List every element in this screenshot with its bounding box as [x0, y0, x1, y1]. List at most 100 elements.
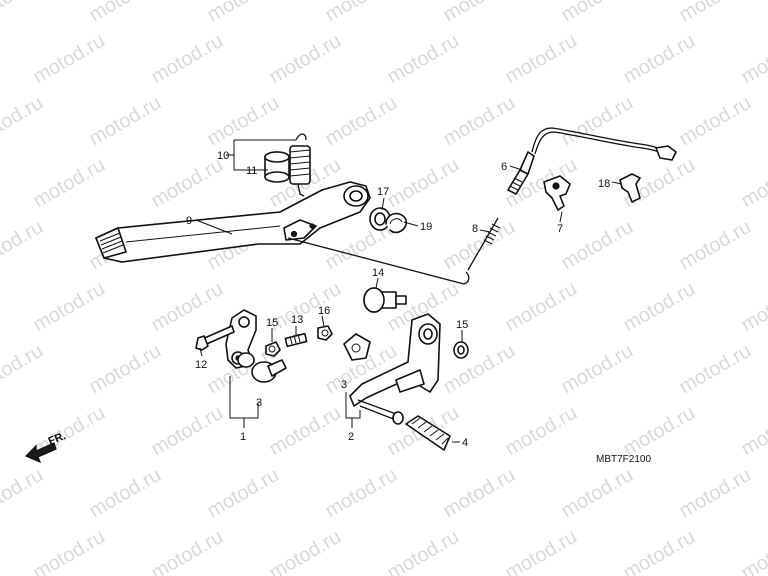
watermark-text: motod.ru: [384, 526, 463, 576]
part-11-bolt: [195, 325, 235, 351]
watermark-text: motod.ru: [384, 154, 463, 213]
drawing-code: MBT7F2100: [596, 454, 651, 465]
watermark-text: motod.ru: [204, 464, 283, 523]
watermark-text: motod.ru: [502, 526, 581, 576]
callout-8: 9: [186, 215, 192, 227]
watermark-text: motod.ru: [384, 30, 463, 89]
leader-lines: [195, 139, 623, 443]
watermark-text: motod.ru: [322, 464, 401, 523]
part-19-clip: [385, 212, 407, 234]
callout-16: 17: [377, 186, 389, 198]
watermark-text: motod.ru: [86, 0, 165, 26]
callout-6: 7: [557, 223, 563, 235]
watermark-text: motod.ru: [620, 526, 699, 576]
watermark-text: motod.ru: [204, 0, 283, 26]
watermark-text: motod.ru: [266, 30, 345, 89]
watermark-text: motod.ru: [440, 216, 519, 275]
watermark-text: motod.ru: [676, 464, 755, 523]
watermark-text: motod.ru: [30, 30, 109, 89]
watermark-text: motod.ru: [440, 464, 519, 523]
part-14-nut: [265, 341, 281, 357]
callout-13: 14: [372, 267, 384, 279]
callout-12: 13: [291, 314, 303, 326]
watermark-text: motod.ru: [30, 154, 109, 213]
callout-14: 15: [266, 317, 278, 329]
callout-18: 16: [318, 305, 330, 317]
watermark-text: motod.ru: [620, 402, 699, 461]
watermark-text: motod.ru: [204, 92, 283, 151]
watermark-text: motod.ru: [322, 0, 401, 26]
callout-3-lower: 3: [256, 397, 262, 409]
watermark-text: motod.ru: [676, 92, 755, 151]
part-13-pivot-bolt: [363, 287, 407, 313]
watermark-text: motod.ru: [440, 92, 519, 151]
part-4-pedal-rubber: [405, 415, 451, 451]
watermark-text: motod.ru: [0, 340, 47, 399]
watermark-text: motod.ru: [558, 0, 637, 26]
watermark-text: motod.ru: [738, 30, 768, 89]
watermark-text: motod.ru: [148, 526, 227, 576]
callout-10: 11: [246, 165, 257, 177]
callout-1: 1: [240, 431, 246, 443]
watermark-text: motod.ru: [738, 402, 768, 461]
watermark-text: motod.ru: [502, 30, 581, 89]
part-3-joint-lower: [237, 352, 287, 383]
watermark-text: motod.ru: [148, 30, 227, 89]
part-16-washer: [369, 207, 391, 231]
callout-19: 19: [420, 221, 432, 233]
watermark-text: motod.ru: [86, 92, 165, 151]
watermark-text: motod.ru: [440, 340, 519, 399]
watermark-text: motod.ru: [30, 278, 109, 337]
watermark-text: motod.ru: [0, 0, 47, 26]
watermark-text: motod.ru: [86, 340, 165, 399]
callout-3-upper: 3: [341, 379, 347, 391]
part-17-spring-clip: [619, 173, 641, 203]
part-7-rod: [287, 217, 501, 285]
watermark-text: motod.ru: [620, 30, 699, 89]
part-5-stop-switch: [507, 127, 677, 195]
part-15-washer: [453, 341, 469, 359]
part-18-nut: [317, 325, 333, 341]
callout-11: 12: [195, 359, 207, 371]
watermark-text: motod.ru: [558, 464, 637, 523]
watermark-text: motod.ru: [322, 92, 401, 151]
callout-9: 10: [217, 150, 229, 162]
watermark-text: motod.ru: [148, 154, 227, 213]
front-arrow-icon: [24, 442, 57, 464]
watermark-text: motod.ru: [738, 278, 768, 337]
watermark-text: motod.ru: [0, 216, 47, 275]
watermark-text: motod.ru: [676, 340, 755, 399]
callout-15b: 15: [456, 319, 468, 331]
watermark-text: motod.ru: [676, 0, 755, 26]
part-12-bolt: [284, 332, 308, 348]
watermark-text: motod.ru: [738, 526, 768, 576]
watermark-text: motod.ru: [558, 340, 637, 399]
part-2-gearshift-arm: [349, 313, 441, 425]
watermark-text: motod.ru: [502, 278, 581, 337]
watermark-text: motod.ru: [86, 464, 165, 523]
watermark-text: motod.ru: [738, 154, 768, 213]
callout-5: 6: [501, 161, 507, 173]
watermark-text: motod.ru: [0, 92, 47, 151]
watermark-text: motod.ru: [266, 526, 345, 576]
watermark-text: motod.ru: [502, 402, 581, 461]
watermark-text: motod.ru: [266, 402, 345, 461]
part-3-joint-upper: [343, 333, 371, 361]
watermark-text: motod.ru: [148, 278, 227, 337]
part-10-collar: [264, 151, 290, 183]
part-9-return-spring: [289, 133, 311, 197]
watermark-text: motod.ru: [0, 464, 47, 523]
callout-2: 2: [348, 431, 354, 443]
part-6-bracket: [543, 175, 571, 211]
watermark-text: motod.ru: [148, 402, 227, 461]
watermark-text: motod.ru: [30, 526, 109, 576]
callout-4: 4: [462, 437, 468, 449]
watermark-text: motod.ru: [676, 216, 755, 275]
callout-17: 18: [598, 178, 610, 190]
callout-labels: 10 11 9 17 19 8 6 7 18 14 12 15 13 16 15…: [186, 150, 610, 449]
callout-7: 8: [472, 223, 478, 235]
watermark-text: motod.ru: [440, 0, 519, 26]
watermark-text: motod.ru: [620, 278, 699, 337]
